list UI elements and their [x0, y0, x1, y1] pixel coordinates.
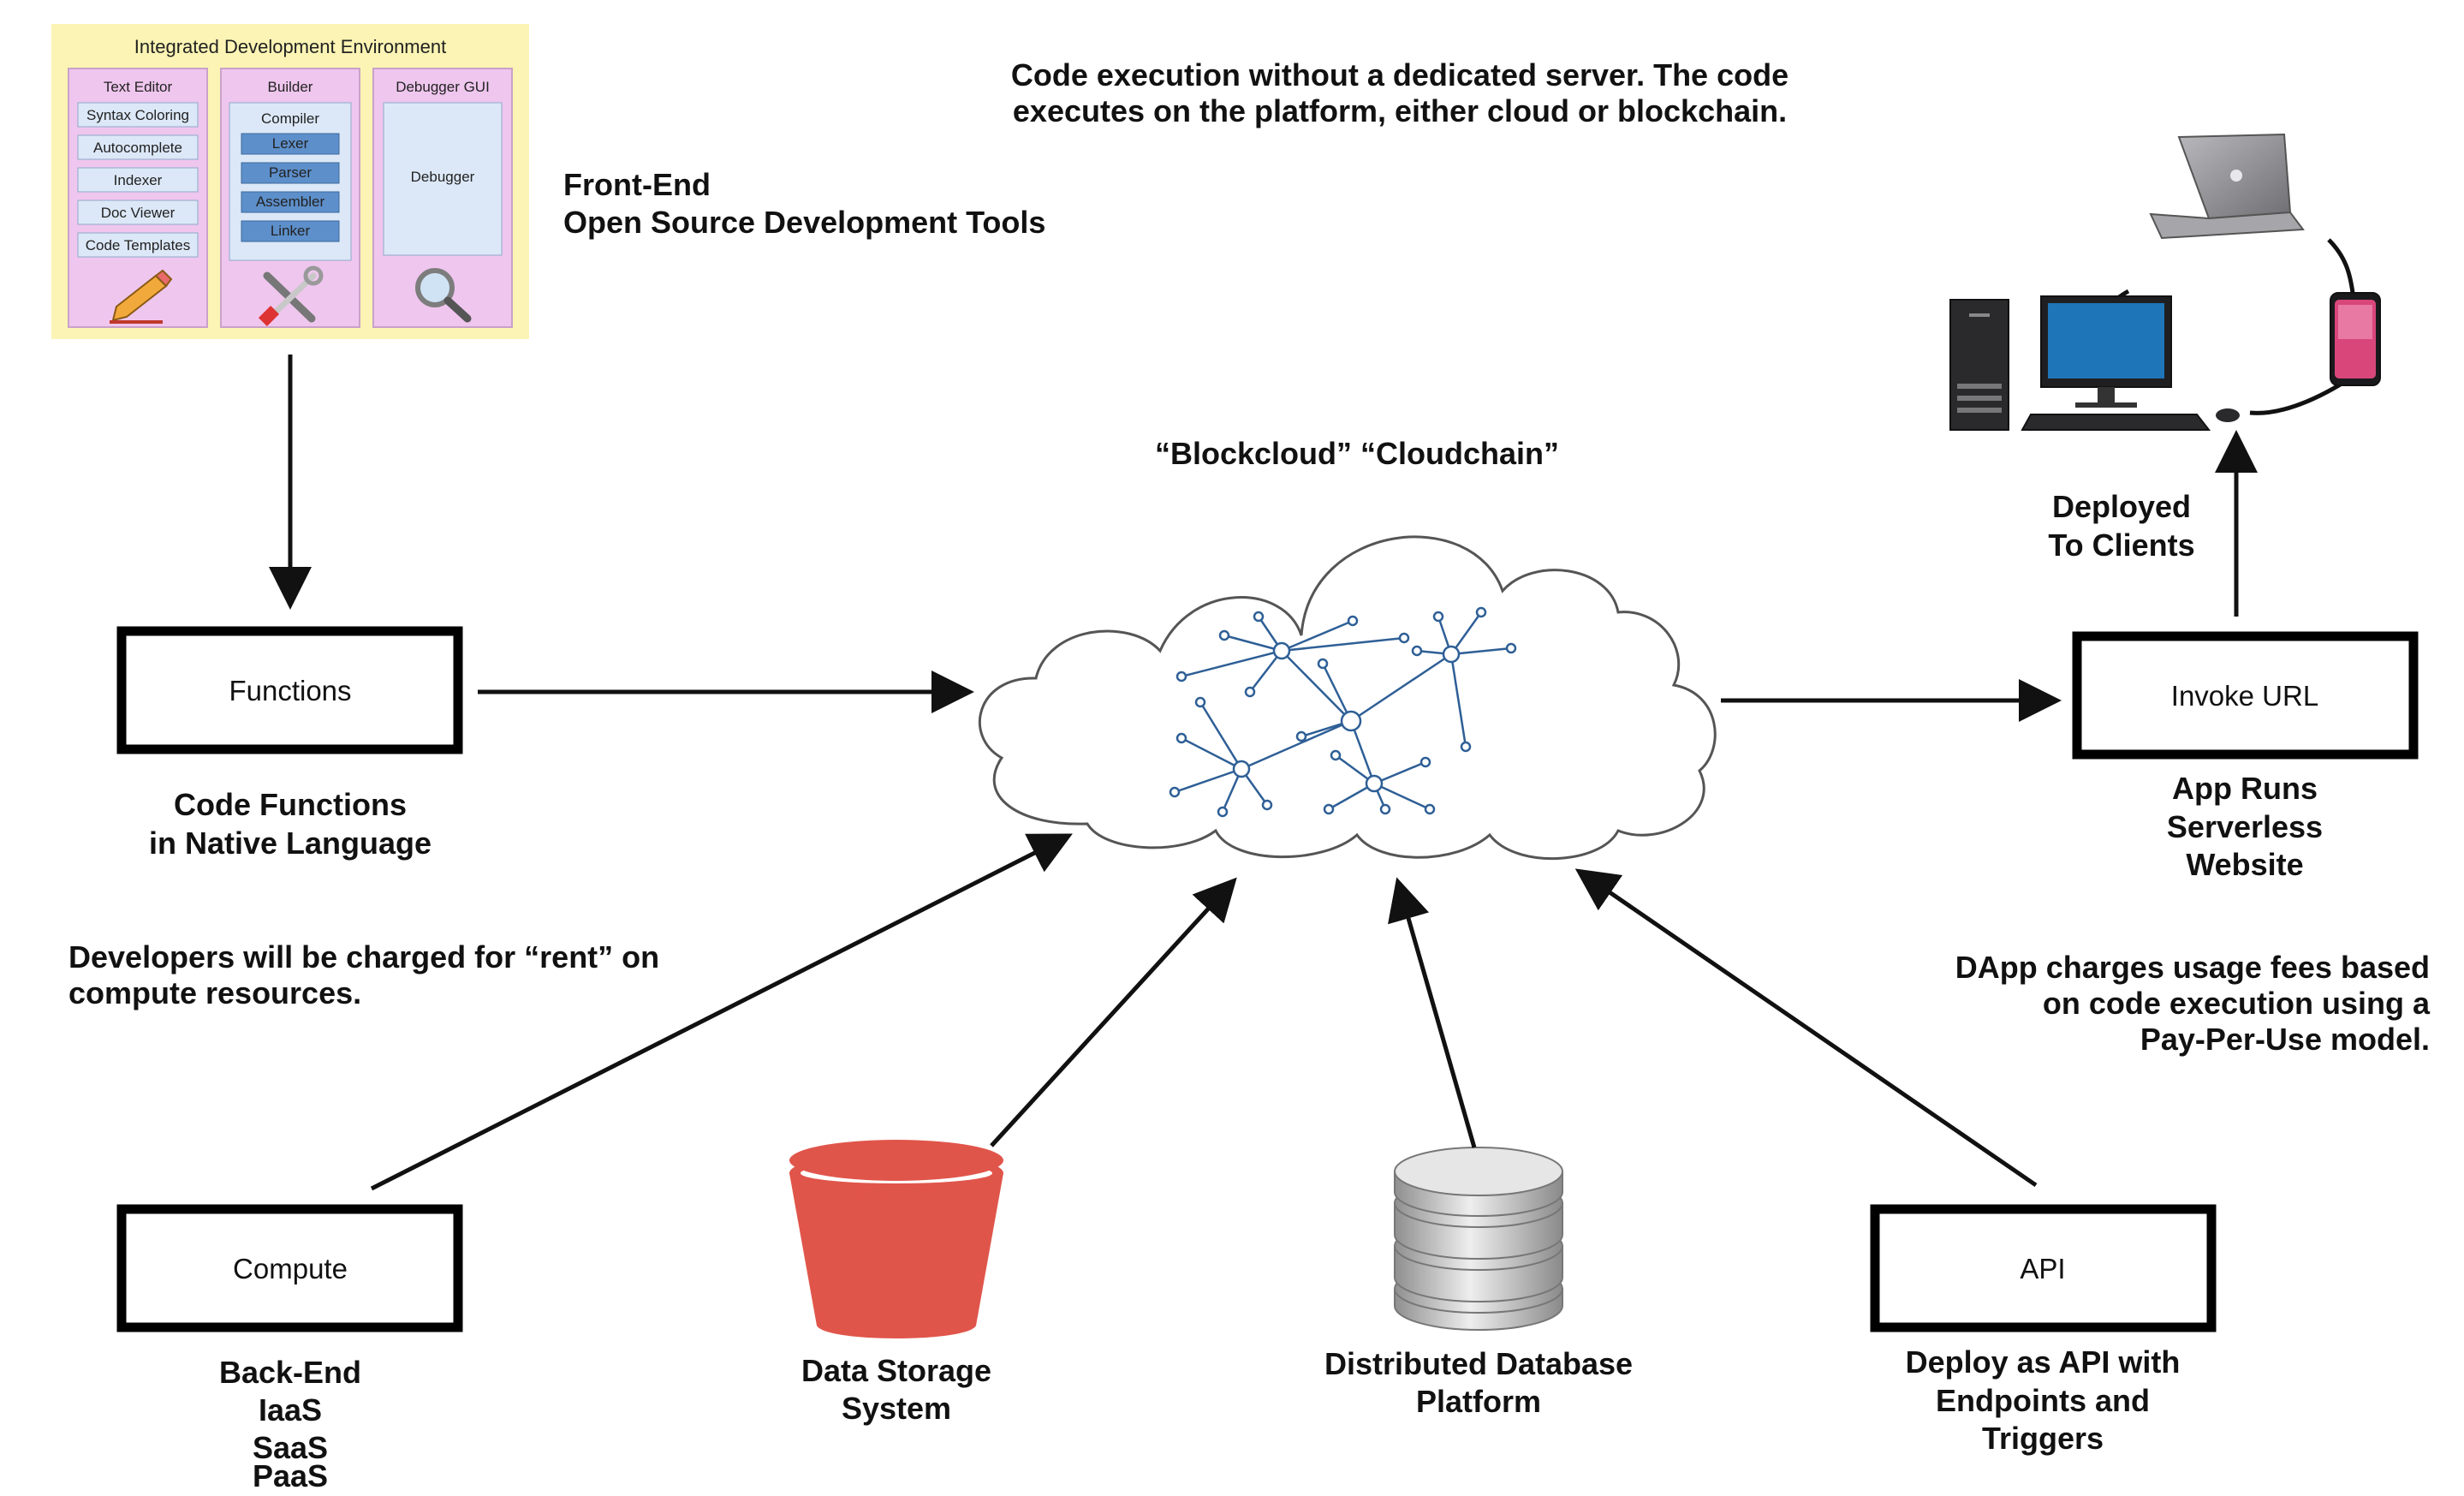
arrows — [269, 355, 2258, 1191]
ide-column-heading: Builder — [268, 79, 313, 95]
cloud-shape — [979, 535, 1717, 860]
ide-column-builder: Builder Compiler Lexer Parser Assembler … — [220, 68, 360, 328]
invoke-url-box — [2072, 631, 2419, 760]
ide-column-text-editor: Text Editor Syntax Coloring Autocomplete… — [68, 68, 208, 328]
frontend-label: Front-End — [563, 167, 711, 202]
network-graph-icon — [1169, 606, 1517, 818]
laptop-icon — [2149, 133, 2305, 240]
api-caption: Endpoints and — [1936, 1383, 2150, 1418]
ide-column-debugger: Debugger GUI Debugger — [372, 68, 513, 328]
deployed-label: To Clients — [2048, 527, 2194, 563]
compute-box-label: Compute — [233, 1253, 348, 1284]
smartphone-icon — [2330, 292, 2381, 386]
database-caption: Platform — [1416, 1384, 1541, 1419]
functions-box — [116, 626, 463, 754]
compute-caption: PaaS — [253, 1458, 328, 1492]
invoke-caption: Serverless — [2167, 809, 2323, 844]
ide-title: Integrated Development Environment — [134, 36, 446, 57]
compute-box — [116, 1204, 463, 1332]
arrow-compute-to-cloud — [370, 833, 1073, 1191]
api-caption: Deploy as API with — [1906, 1344, 2181, 1380]
ide-item: Debugger — [411, 169, 475, 185]
top-note-line: executes on the platform, either cloud o… — [1013, 93, 1787, 128]
database-icon — [1394, 1147, 1563, 1331]
invoke-caption: Website — [2186, 847, 2303, 882]
ide-item: Doc Viewer — [101, 205, 176, 221]
desktop-tower-icon — [1949, 299, 2009, 431]
rent-note: Developers will be charged for “rent” on — [68, 939, 659, 974]
invoke-url-node: Invoke URL App Runs Serverless Website — [2072, 631, 2419, 882]
api-node: API Deploy as API with Endpoints and Tri… — [1870, 1204, 2217, 1456]
ide-item: Code Templates — [86, 237, 191, 253]
keyboard-icon — [2021, 414, 2211, 431]
ide-subheading: Compiler — [261, 110, 319, 127]
pencil-icon — [110, 269, 173, 324]
compute-caption: Back-End — [219, 1355, 361, 1390]
storage-caption: Data Storage — [801, 1353, 991, 1388]
ide-item: Lexer — [272, 135, 309, 152]
ide-item: Indexer — [114, 172, 163, 188]
functions-box-label: Functions — [229, 675, 351, 706]
compute-node: Compute Back-End IaaS SaaS PaaS — [116, 1204, 463, 1493]
database-caption: Distributed Database — [1324, 1346, 1633, 1381]
deployed-label: Deployed — [2052, 489, 2191, 524]
storage-bucket-icon — [789, 1140, 1003, 1338]
ide-column-heading: Text Editor — [104, 79, 173, 95]
api-box — [1870, 1204, 2217, 1332]
ide-item: Autocomplete — [93, 140, 182, 156]
functions-caption: Code Functions — [174, 787, 407, 822]
client-devices — [1949, 133, 2381, 431]
arrow-api-to-cloud — [1574, 868, 2038, 1188]
rent-note: compute resources. — [68, 975, 361, 1010]
ide-item: Linker — [271, 223, 311, 239]
storage-caption: System — [842, 1391, 951, 1426]
dapp-note: on code execution using a — [2043, 986, 2431, 1021]
functions-node: Functions Code Functions in Native Langu… — [116, 626, 463, 861]
invoke-url-box-label: Invoke URL — [2171, 680, 2318, 712]
dapp-note: Pay-Per-Use model. — [2140, 1022, 2430, 1057]
functions-caption: in Native Language — [149, 825, 431, 861]
top-note-line: Code execution without a dedicated serve… — [1011, 57, 1788, 92]
mouse-icon — [2216, 408, 2240, 422]
monitor-icon — [2040, 295, 2172, 408]
ide-column-heading: Debugger GUI — [396, 79, 490, 95]
arrow-storage-to-cloud — [990, 877, 1237, 1147]
ide-item: Assembler — [256, 194, 325, 210]
compute-caption: SaaS — [253, 1430, 328, 1465]
dapp-note: DApp charges usage fees based — [1955, 950, 2430, 985]
magnifier-icon — [415, 268, 472, 323]
ide-item: Parser — [269, 164, 312, 181]
frontend-sublabel: Open Source Development Tools — [563, 205, 1045, 240]
cloud-title: “Blockcloud” “Cloudchain” — [1155, 436, 1559, 471]
tools-icon — [258, 265, 324, 327]
ide-panel: Integrated Development Environment Text … — [51, 24, 529, 339]
ide-item: Syntax Coloring — [86, 107, 189, 123]
arrow-database-to-cloud — [1388, 877, 1477, 1148]
invoke-caption: App Runs — [2172, 771, 2318, 806]
compute-caption: IaaS — [259, 1392, 322, 1427]
api-box-label: API — [2020, 1253, 2065, 1284]
api-caption: Triggers — [1982, 1421, 2104, 1456]
